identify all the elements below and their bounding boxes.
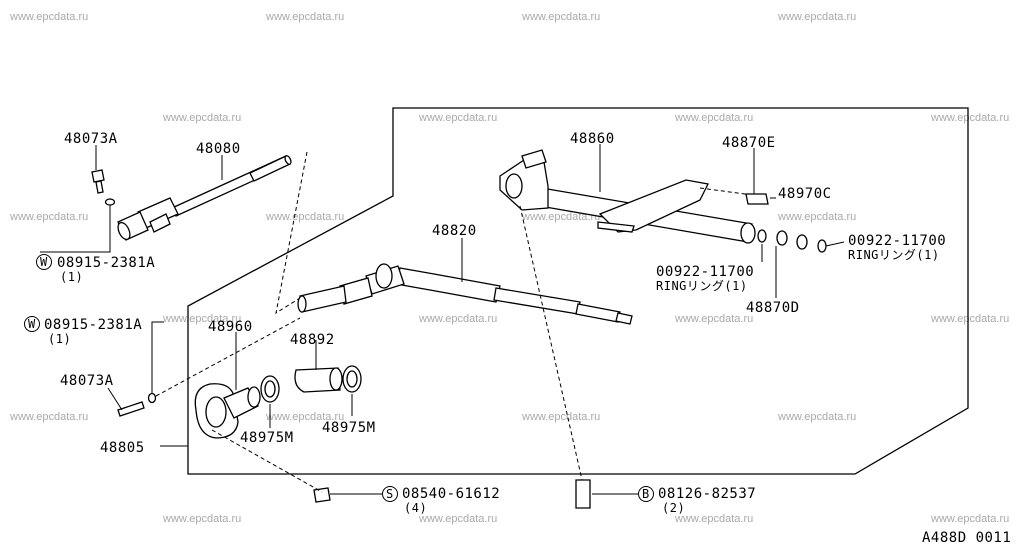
shaft-48080-dashed-guide <box>275 151 308 315</box>
label-48073A-top: 48073A <box>64 131 118 147</box>
watermark: www.epcdata.ru <box>418 313 497 325</box>
label-08540-qty: (4) <box>404 501 427 515</box>
screw-08540-dashed-guide <box>211 429 323 493</box>
watermark: www.epcdata.ru <box>674 513 753 525</box>
pipe-48960 <box>223 386 261 419</box>
svg-text:W: W <box>28 317 36 331</box>
label-08126-qty: (2) <box>662 501 685 515</box>
screw-08540 <box>313 487 331 503</box>
label-08915-top: 08915-2381A <box>57 255 155 271</box>
label-08915-mid: 08915-2381A <box>44 317 142 333</box>
leader-lines <box>40 144 845 495</box>
watermark: www.epcdata.ru <box>418 513 497 525</box>
washer-top <box>104 198 116 206</box>
clamp-48975M-a <box>260 375 280 403</box>
label-48960: 48960 <box>208 319 253 335</box>
bolt-symbol: B <box>638 486 654 502</box>
watermark: www.epcdata.ru <box>265 211 344 223</box>
column-48860 <box>499 149 756 244</box>
svg-text:W: W <box>40 255 48 269</box>
watermark-layer: www.epcdata.ru www.epcdata.ru www.epcdat… <box>9 11 1009 525</box>
label-00922-right: 00922-11700 <box>848 233 946 249</box>
label-48975M-a: 48975M <box>240 430 294 446</box>
shaft-48080 <box>117 155 292 241</box>
watermark: www.epcdata.ru <box>162 112 241 124</box>
label-ring-right: RINGリング(1) <box>848 248 940 262</box>
watermark: www.epcdata.ru <box>521 411 600 423</box>
label-48073A-mid: 48073A <box>60 373 114 389</box>
washer-mid <box>147 392 157 404</box>
label-48975M-b: 48975M <box>322 420 376 436</box>
watermark: www.epcdata.ru <box>9 211 88 223</box>
bolt-08126 <box>575 479 591 509</box>
washer-symbol-mid: W <box>24 316 40 332</box>
watermark: www.epcdata.ru <box>521 11 600 23</box>
watermark: www.epcdata.ru <box>674 112 753 124</box>
clamp-48975M-b <box>342 365 362 393</box>
clip-48970C <box>745 193 769 205</box>
watermark: www.epcdata.ru <box>777 11 856 23</box>
label-48820: 48820 <box>432 223 477 239</box>
part-labels: 48073A 48080 08915-2381A (1) 08915-2381A… <box>44 131 1011 546</box>
label-ring-left: RINGリング(1) <box>656 279 748 293</box>
washer-48870E <box>796 234 808 250</box>
bolt-08126-dashed-guide <box>519 205 583 481</box>
bolt-48073A-mid-dashed-guide <box>155 317 301 397</box>
label-08915-mid-qty: (1) <box>48 332 71 346</box>
washer-symbol-top: W <box>36 254 52 270</box>
screw-symbol: S <box>382 486 398 502</box>
watermark: www.epcdata.ru <box>265 411 344 423</box>
label-48860: 48860 <box>570 131 615 147</box>
watermark: www.epcdata.ru <box>930 313 1009 325</box>
label-48892: 48892 <box>290 332 335 348</box>
diagram-code: A488D 0011 <box>922 530 1011 546</box>
watermark: www.epcdata.ru <box>265 11 344 23</box>
label-00922-left: 00922-11700 <box>656 264 754 280</box>
label-08540: 08540-61612 <box>402 486 500 502</box>
watermark: www.epcdata.ru <box>162 513 241 525</box>
watermark: www.epcdata.ru <box>9 11 88 23</box>
watermark: www.epcdata.ru <box>777 211 856 223</box>
watermark: www.epcdata.ru <box>9 411 88 423</box>
watermark: www.epcdata.ru <box>418 112 497 124</box>
label-48970C: 48970C <box>778 186 832 202</box>
label-48870E: 48870E <box>722 135 776 151</box>
ring-00922-right <box>817 239 827 253</box>
bolt-48073A-mid <box>117 401 145 417</box>
washer-48870D <box>776 230 788 246</box>
bolt-48073A-top <box>91 169 105 194</box>
svg-text:B: B <box>642 487 650 501</box>
label-08915-top-qty: (1) <box>60 270 83 284</box>
label-08126: 08126-82537 <box>658 486 756 502</box>
label-48870D: 48870D <box>746 300 800 316</box>
label-48805: 48805 <box>100 440 145 456</box>
watermark: www.epcdata.ru <box>162 313 241 325</box>
watermark: www.epcdata.ru <box>674 313 753 325</box>
watermark: www.epcdata.ru <box>521 211 600 223</box>
label-48080: 48080 <box>196 141 241 157</box>
watermark: www.epcdata.ru <box>777 411 856 423</box>
svg-text:S: S <box>386 487 394 501</box>
sleeve-48892 <box>294 367 343 393</box>
shaft-48820 <box>297 263 633 325</box>
assembly-frame <box>187 107 969 475</box>
ring-00922-left <box>757 229 767 243</box>
watermark: www.epcdata.ru <box>930 112 1009 124</box>
watermark: www.epcdata.ru <box>930 513 1009 525</box>
